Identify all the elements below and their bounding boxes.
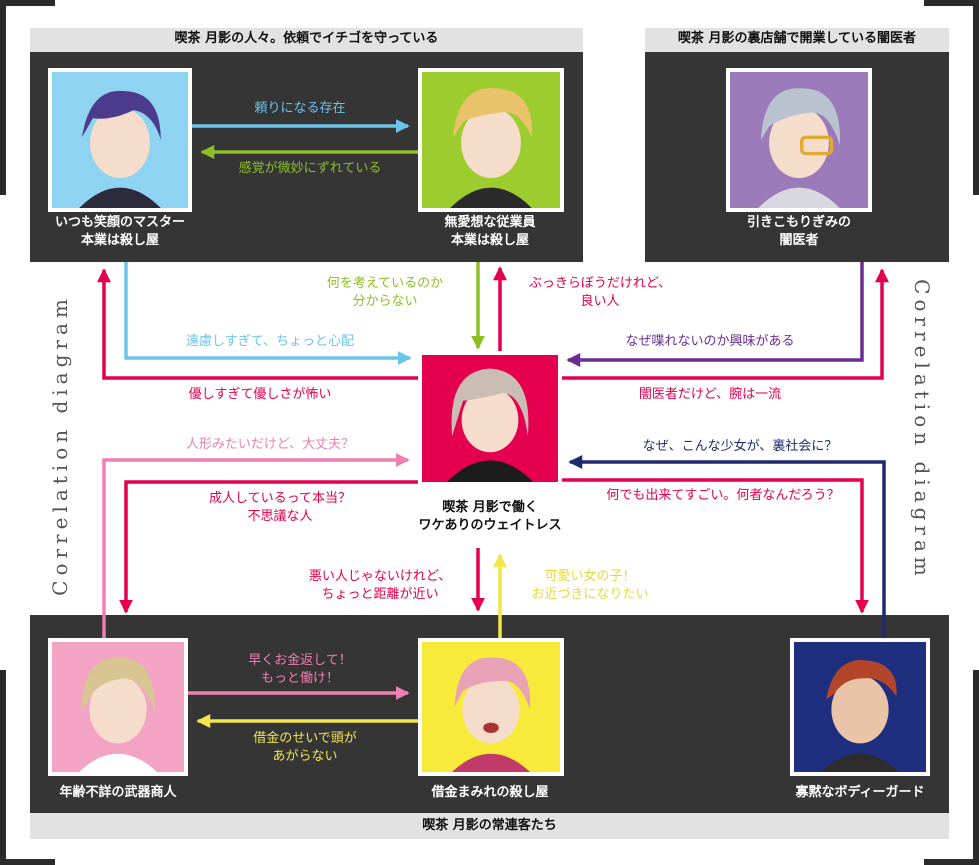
character-doctor-line1: 引きこもりぎみの <box>746 215 851 230</box>
portrait-doctor <box>726 68 872 212</box>
relation-employee-to-waitress: 何を考えているのか 分からない <box>300 275 470 311</box>
arrow-doctor-to-waitress <box>566 262 864 367</box>
relation-debtor-to-merchant-line1: 借金のせいで頭が <box>253 731 357 746</box>
character-employee-line1: 無愛想な従業員 <box>444 215 536 230</box>
portrait-merchant <box>48 638 188 776</box>
character-employee-line2: 本業は殺し屋 <box>450 233 529 248</box>
arrow-waitress-to-master <box>97 268 420 380</box>
arrow-waitress-to-bodyguard <box>562 478 869 614</box>
character-label-bodyguard: 寡黙なボディーガード <box>770 784 950 802</box>
character-label-merchant: 年齢不詳の武器商人 <box>28 784 208 802</box>
merchant-portrait-icon <box>53 642 183 772</box>
relation-waitress-to-debtor: 悪い人じゃないけれど、 ちょっと距離が近い <box>290 568 470 604</box>
character-debtor-line1: 借金まみれの殺し屋 <box>431 785 549 800</box>
character-label-doctor: 引きこもりぎみの 闇医者 <box>709 214 889 250</box>
relation-merchant-to-debtor-line1: 早くお金返して！ <box>248 653 352 668</box>
character-waitress-line2: ワケありのウェイトレス <box>418 518 562 533</box>
arrow-master-to-waitress <box>124 262 412 365</box>
relation-waitress-to-master: 優しすぎて優しさが怖い <box>188 387 332 402</box>
portrait-master <box>48 68 192 212</box>
relation-employee-to-master: 感覚が微妙にずれている <box>238 161 382 176</box>
portrait-employee <box>418 68 564 212</box>
relation-debtor-to-waitress-line2: お近づきになりたい <box>531 587 649 602</box>
character-label-master: いつも笑顔のマスター 本業は殺し屋 <box>30 214 210 250</box>
relation-waitress-to-employee-line1: ぶっきらぼうだけれど、 <box>528 276 672 291</box>
portrait-debtor <box>418 638 564 776</box>
relation-waitress-to-doctor: 闇医者だけど、腕は一流 <box>638 387 782 402</box>
relation-waitress-to-bodyguard: 何でも出来てすごい。何者なんだろう？ <box>606 488 840 503</box>
bodyguard-portrait-icon <box>795 642 925 772</box>
master-portrait-icon <box>52 72 188 208</box>
relation-waitress-to-merchant-line1: 成人しているって本当？ <box>209 491 351 506</box>
doctor-portrait-icon <box>731 72 867 208</box>
character-label-waitress: 喫茶 月影で働く ワケありのウェイトレス <box>390 499 590 535</box>
character-label-employee: 無愛想な従業員 本業は殺し屋 <box>400 214 580 250</box>
relation-waitress-to-employee-line2: 良い人 <box>580 294 620 309</box>
arrow-bodyguard-to-waitress <box>568 455 886 640</box>
employee-portrait-icon <box>423 72 559 208</box>
corner-bracket-top-left <box>0 0 6 195</box>
relation-merchant-to-waitress: 人形みたいだけど、大丈夫？ <box>185 437 355 452</box>
relation-employee-to-waitress-line2: 分からない <box>352 294 418 309</box>
group-header-doctor: 喫茶 月影の裏店舗で開業している闇医者 <box>645 28 949 52</box>
character-waitress-line1: 喫茶 月影で働く <box>442 500 538 515</box>
group-header-regulars: 喫茶 月影の常連客たち <box>30 813 949 839</box>
relation-waitress-to-debtor-line2: ちょっと距離が近い <box>321 587 439 602</box>
relation-bodyguard-to-waitress: なぜ、こんな少女が、裏社会に？ <box>642 439 838 454</box>
relation-master-to-employee: 頼りになる存在 <box>254 101 346 116</box>
corner-bracket-bottom-left <box>0 859 55 865</box>
portrait-bodyguard <box>790 638 930 776</box>
character-master-line2: 本業は殺し屋 <box>80 233 159 248</box>
relation-debtor-to-waitress-line1: 可愛い女の子！ <box>544 569 636 584</box>
corner-bracket-bottom-right <box>973 670 979 865</box>
portrait-waitress <box>418 351 562 486</box>
relation-debtor-to-waitress: 可愛い女の子！ お近づきになりたい <box>505 568 675 604</box>
character-doctor-line2: 闇医者 <box>779 233 819 248</box>
relation-employee-to-waitress-line1: 何を考えているのか <box>326 276 444 291</box>
arrow-waitress-to-doctor <box>562 268 889 380</box>
group-header-cafe-staff: 喫茶 月影の人々。依頼でイチゴを守っている <box>30 28 583 52</box>
corner-bracket-top-right <box>924 0 979 6</box>
character-label-debtor: 借金まみれの殺し屋 <box>400 784 580 802</box>
corner-bracket-bottom-right <box>924 859 979 865</box>
character-master-line1: いつも笑顔のマスター <box>54 215 185 230</box>
relation-merchant-to-debtor-line2: もっと働け！ <box>260 671 339 686</box>
relation-waitress-to-employee: ぶっきらぼうだけれど、 良い人 <box>505 275 695 311</box>
arrow-waitress-to-merchant <box>119 480 420 614</box>
relation-waitress-to-debtor-line1: 悪い人じゃないけれど、 <box>308 569 452 584</box>
corner-bracket-top-left <box>0 0 55 6</box>
debtor-portrait-icon <box>426 642 556 772</box>
relation-waitress-to-merchant-line2: 不思議な人 <box>247 509 313 524</box>
corner-bracket-top-right <box>973 0 979 195</box>
relation-debtor-to-merchant: 借金のせいで頭が あがらない <box>200 730 410 766</box>
corner-bracket-bottom-left <box>0 670 6 865</box>
character-bodyguard-line1: 寡黙なボディーガード <box>795 785 925 800</box>
relation-debtor-to-merchant-line2: あがらない <box>272 749 338 764</box>
waitress-portrait-icon <box>422 355 558 482</box>
character-merchant-line1: 年齢不詳の武器商人 <box>59 785 177 800</box>
relation-waitress-to-merchant: 成人しているって本当？ 不思議な人 <box>180 490 380 526</box>
relation-master-to-waitress: 遠慮しすぎて、ちょっと心配 <box>185 334 355 349</box>
relation-doctor-to-waitress: なぜ喋れないのか興味がある <box>625 334 795 349</box>
arrow-merchant-to-waitress <box>102 453 410 640</box>
relation-merchant-to-debtor: 早くお金返して！ もっと働け！ <box>200 652 400 688</box>
